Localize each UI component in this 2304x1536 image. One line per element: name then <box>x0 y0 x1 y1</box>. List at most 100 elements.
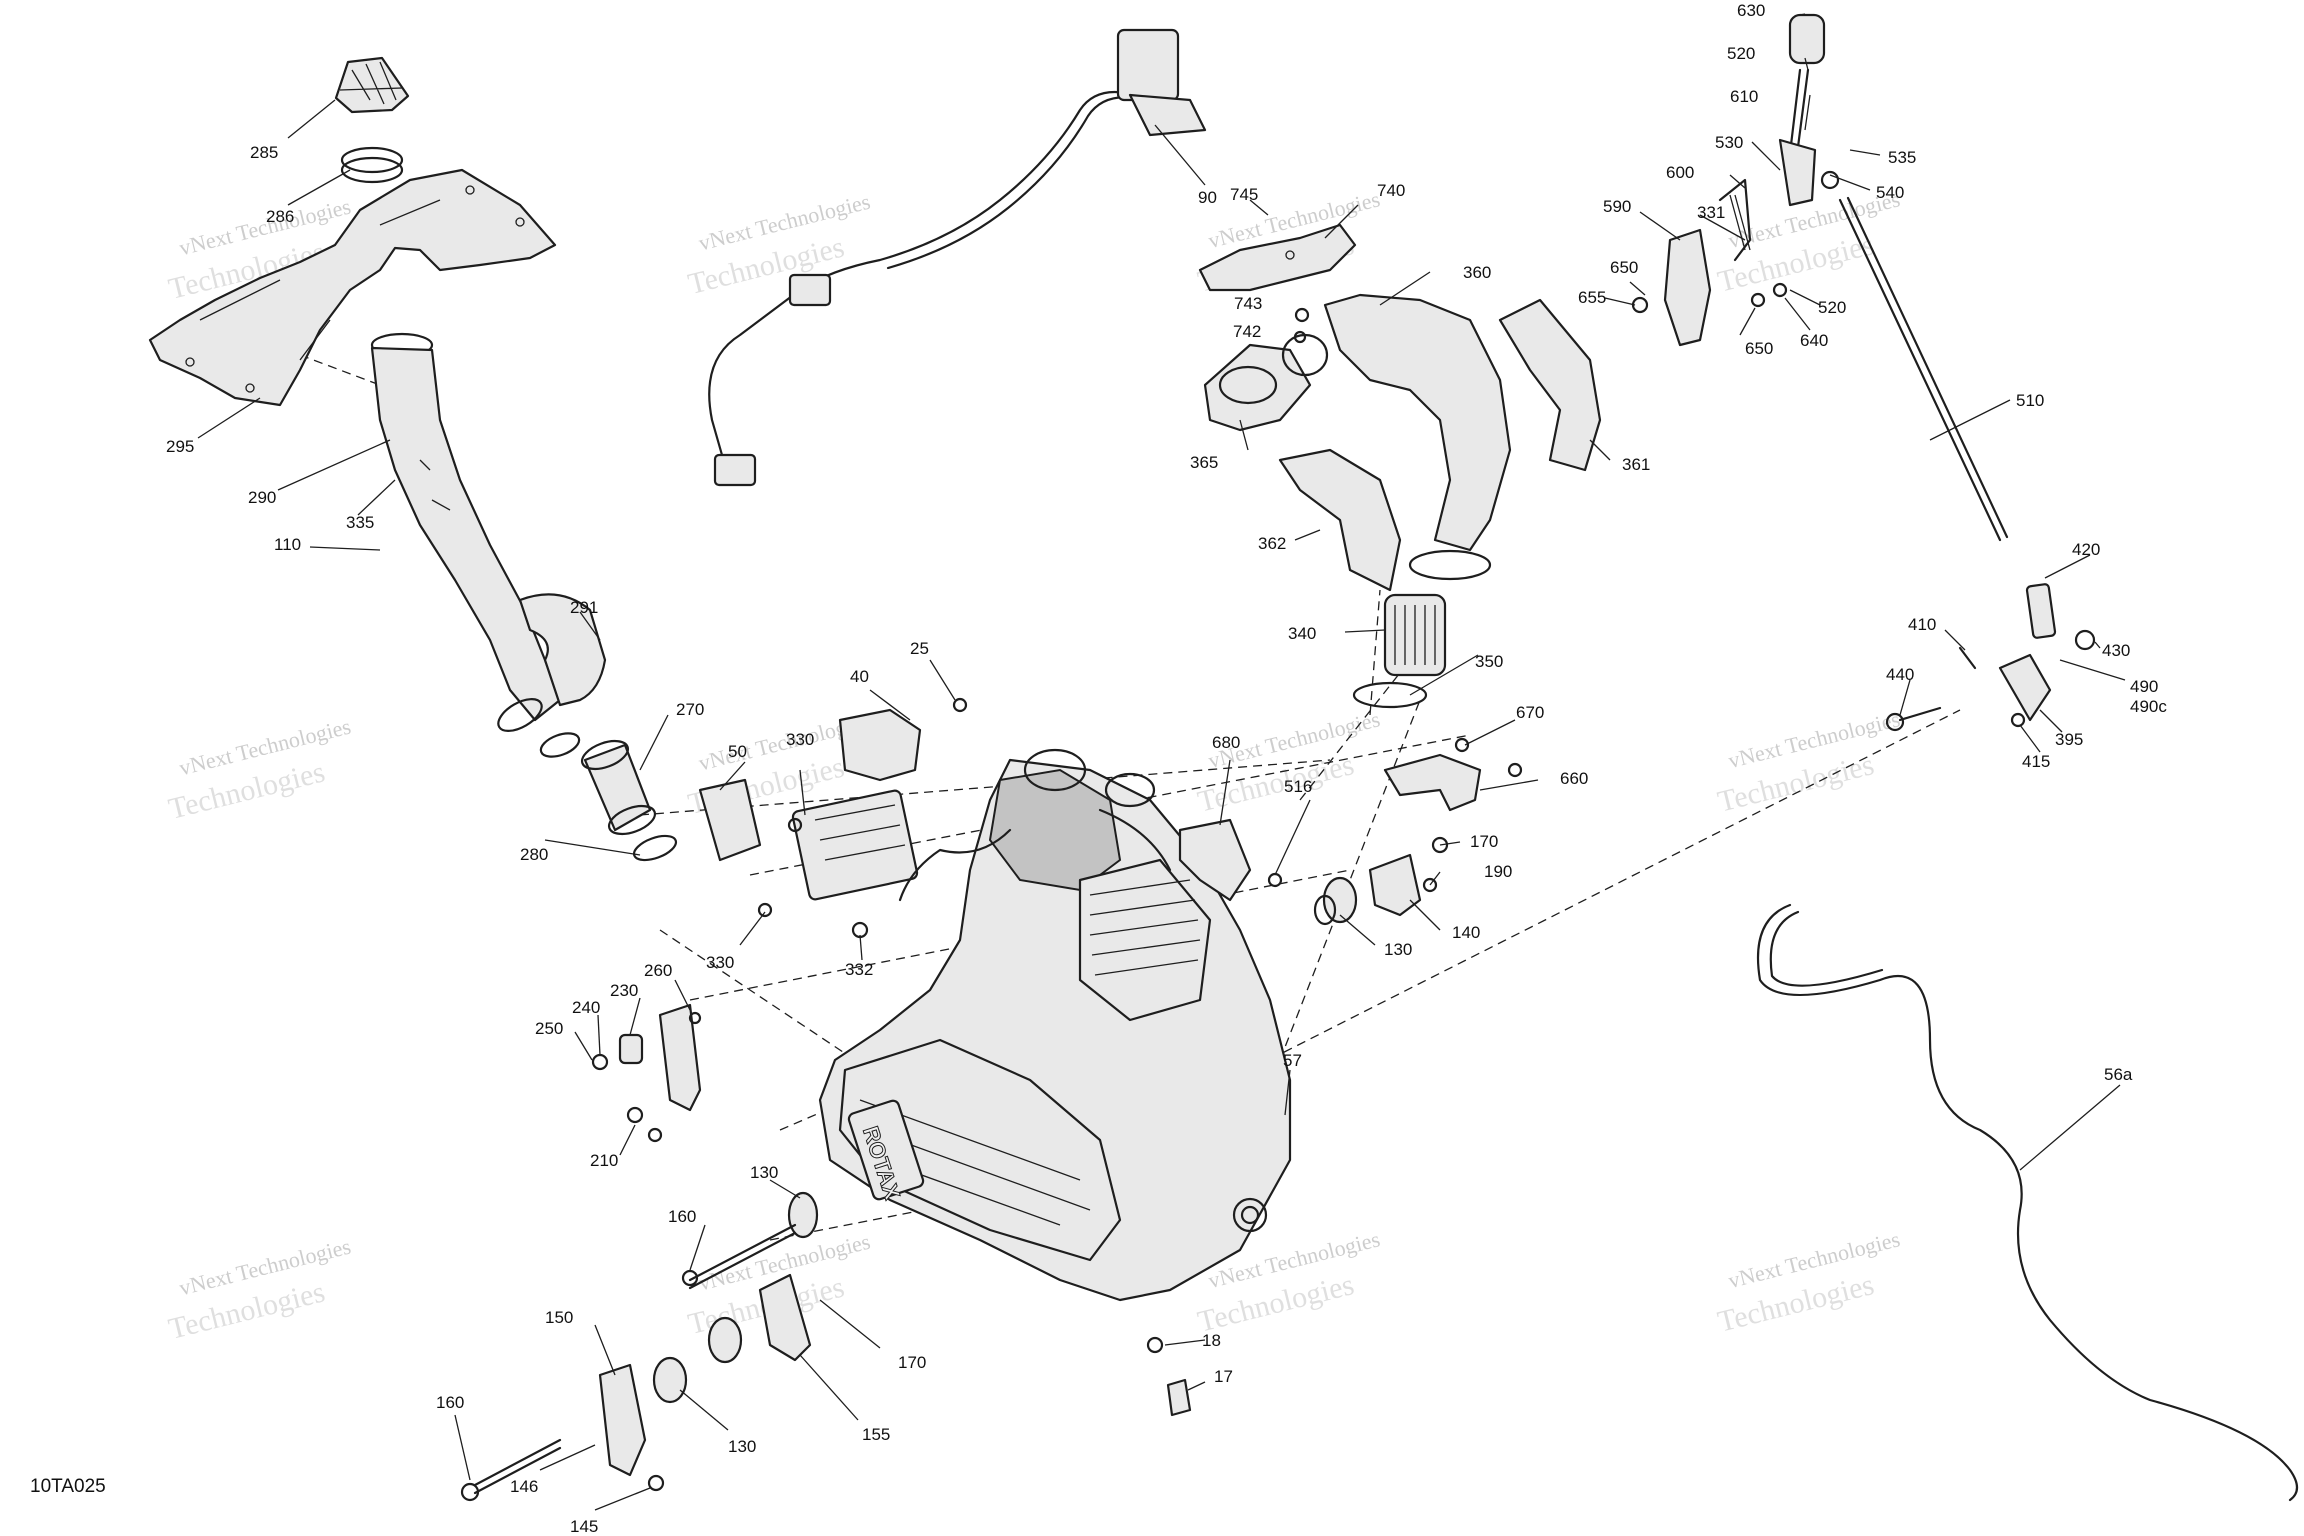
callout-340: 340 <box>1288 624 1316 643</box>
callout-530: 530 <box>1715 133 1743 152</box>
callout-291: 291 <box>570 598 598 617</box>
engine-mount-230 <box>591 1003 702 1143</box>
callout-330: 330 <box>786 730 814 749</box>
callout-650: 650 <box>1745 339 1773 358</box>
hose-56a <box>1756 903 2299 1502</box>
engine-mount-680 <box>1178 818 1283 902</box>
callout-362: 362 <box>1258 534 1286 553</box>
callout-140: 140 <box>1452 923 1480 942</box>
callout-90: 90 <box>1198 188 1217 207</box>
bracket-740 <box>1198 223 1357 344</box>
callout-160: 160 <box>436 1393 464 1412</box>
callout-240: 240 <box>572 998 600 1017</box>
drain-plug <box>1146 1336 1192 1417</box>
callout-130: 130 <box>750 1163 778 1182</box>
diagram-code: 10TA025 <box>30 1476 106 1497</box>
callout-18: 18 <box>1202 1331 1221 1350</box>
callout-745: 745 <box>1230 185 1258 204</box>
rubber-mount-130a <box>1313 876 1358 926</box>
callout-130: 130 <box>1384 940 1412 959</box>
callout-40: 40 <box>850 667 869 686</box>
callout-332: 332 <box>845 960 873 979</box>
callout-330: 330 <box>706 953 734 972</box>
callout-260: 260 <box>644 961 672 980</box>
electronics-module-40 <box>698 697 968 939</box>
callout-680: 680 <box>1212 733 1240 752</box>
callout-670: 670 <box>1516 703 1544 722</box>
callout-160: 160 <box>668 1207 696 1226</box>
callout-520: 520 <box>1727 44 1755 63</box>
callout-742: 742 <box>1233 322 1261 341</box>
callout-410: 410 <box>1908 615 1936 634</box>
shift-linkage <box>1885 583 2096 732</box>
engine-mount-660 <box>1383 737 1523 812</box>
callout-150: 150 <box>545 1308 573 1327</box>
callout-655: 655 <box>1578 288 1606 307</box>
callout-440: 440 <box>1886 665 1914 684</box>
callout-650: 650 <box>1610 258 1638 277</box>
heat-shield-295 <box>148 168 557 407</box>
callout-295: 295 <box>166 437 194 456</box>
engine-mount-140 <box>1368 836 1449 917</box>
callout-25: 25 <box>910 639 929 658</box>
callout-630: 630 <box>1737 1 1765 20</box>
lower-mount-assembly <box>460 1191 819 1502</box>
heat-shield-361 <box>1498 298 1602 472</box>
callout-660: 660 <box>1560 769 1588 788</box>
callout-610: 610 <box>1730 87 1758 106</box>
callout-350: 350 <box>1475 652 1503 671</box>
callout-510: 510 <box>2016 391 2044 410</box>
callout-395: 395 <box>2055 730 2083 749</box>
intake-boot-270 <box>539 732 678 862</box>
callout-743: 743 <box>1234 294 1262 313</box>
air-filter-cover-285 <box>334 56 410 114</box>
callout-270: 270 <box>676 700 704 719</box>
callout-155: 155 <box>862 1425 890 1444</box>
callout-170: 170 <box>1470 832 1498 851</box>
wire-harness-90 <box>708 28 1207 487</box>
callout-labels: 285 286 295 290 335 110 291 270 280 90 7… <box>166 1 2167 1536</box>
callout-335: 335 <box>346 513 374 532</box>
callout-640: 640 <box>1800 331 1828 350</box>
callout-146: 146 <box>510 1477 538 1496</box>
callout-286: 286 <box>266 207 294 226</box>
callout-280: 280 <box>520 845 548 864</box>
heat-shield-362 <box>1278 448 1402 592</box>
callout-520: 520 <box>1818 298 1846 317</box>
callout-540: 540 <box>1876 183 1904 202</box>
shift-lever-assembly <box>1631 13 2009 542</box>
callout-190: 190 <box>1484 862 1512 881</box>
clamp-ring-286 <box>340 146 404 184</box>
callout-590: 590 <box>1603 197 1631 216</box>
air-filter-340 <box>1352 549 1492 709</box>
callout-130: 130 <box>728 1437 756 1456</box>
callout-57: 57 <box>1283 1051 1302 1070</box>
callout-110: 110 <box>274 535 301 554</box>
callout-415: 415 <box>2022 752 2050 771</box>
callout-361: 361 <box>1622 455 1650 474</box>
callout-170: 170 <box>898 1353 926 1372</box>
callout-17: 17 <box>1214 1367 1233 1386</box>
intake-duct-290 <box>370 332 562 732</box>
callout-535: 535 <box>1888 148 1916 167</box>
callout-360: 360 <box>1463 263 1491 282</box>
callout-145: 145 <box>570 1517 598 1536</box>
callout-290: 290 <box>248 488 276 507</box>
air-box-360 <box>1203 293 1512 552</box>
callout-430: 430 <box>2102 641 2130 660</box>
callout-331: 331 <box>1697 203 1725 222</box>
duct-291 <box>518 593 607 707</box>
callout-490: 490 <box>2130 677 2158 696</box>
callout-420: 420 <box>2072 540 2100 559</box>
callout-210: 210 <box>590 1151 618 1170</box>
callout-56a: 56a <box>2104 1065 2133 1084</box>
callout-740: 740 <box>1377 181 1405 200</box>
callout-516: 516 <box>1284 777 1312 796</box>
engine-block: ROTAX <box>818 748 1292 1302</box>
callout-490c: 490c <box>2130 697 2167 716</box>
callout-600: 600 <box>1666 163 1694 182</box>
callout-230: 230 <box>610 981 638 1000</box>
callout-365: 365 <box>1190 453 1218 472</box>
callout-50: 50 <box>728 742 747 761</box>
